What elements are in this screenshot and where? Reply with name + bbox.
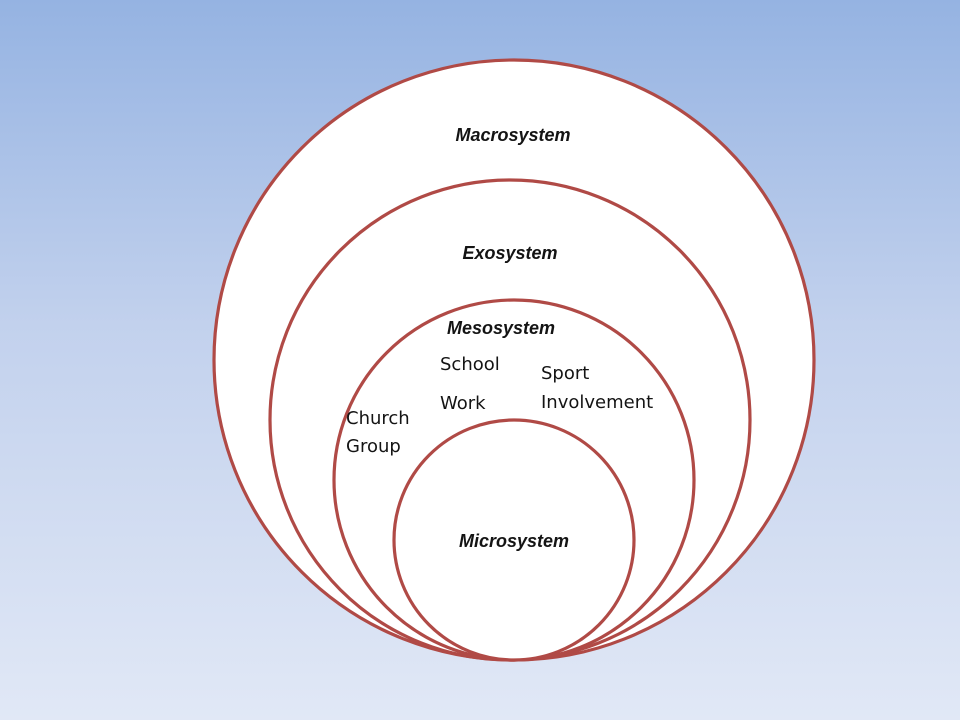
exosystem-label: Exosystem	[462, 243, 557, 263]
microsystem-circle	[392, 418, 636, 662]
mesosystem-label: Mesosystem	[447, 318, 555, 338]
work-label: Work	[440, 393, 486, 414]
sport-label-line2: Involvement	[541, 392, 653, 413]
church-label-line1: Church	[346, 408, 410, 429]
macrosystem-label: Macrosystem	[455, 125, 570, 145]
church-label-line2: Group	[346, 436, 401, 457]
school-label: School	[440, 354, 500, 375]
sport-label-line1: Sport	[541, 363, 589, 384]
microsystem-label: Microsystem	[459, 531, 569, 551]
